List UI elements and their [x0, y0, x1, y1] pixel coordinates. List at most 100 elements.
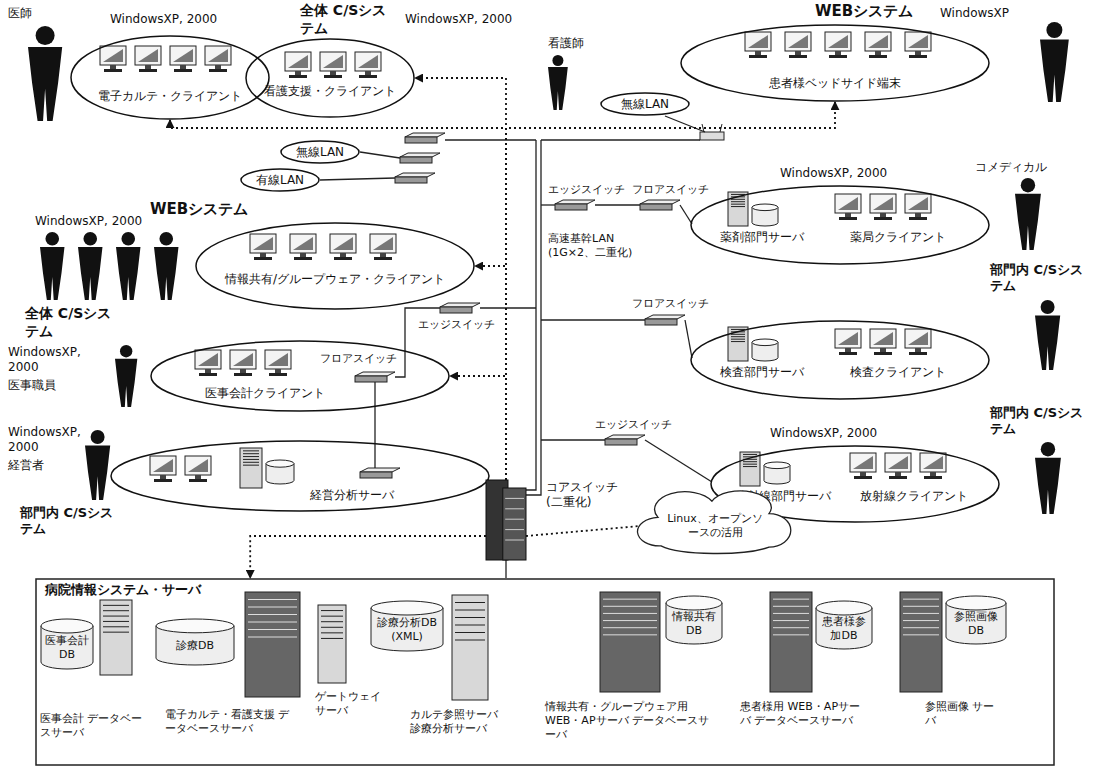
- annotation-label: 高速基幹LAN (1G×2、二重化): [548, 232, 643, 260]
- pc-base: [789, 55, 807, 58]
- pc-base: [909, 352, 927, 355]
- cylinder-top: [666, 596, 722, 610]
- server-slot: [773, 627, 809, 628]
- person-figure: [1035, 300, 1060, 370]
- server-slot: [743, 454, 757, 455]
- annotation-label: WindowsXP, 2000: [8, 425, 88, 455]
- annotation-label: 部門内 C/Sシステム: [20, 505, 120, 538]
- server-slot: [243, 456, 259, 457]
- pc-screen-shade: [838, 332, 858, 345]
- core-switch-slot: [505, 540, 524, 541]
- server-slot: [321, 632, 343, 633]
- annotation-label: WindowsXP: [940, 6, 1009, 21]
- pc-base: [174, 69, 192, 72]
- annotation-label: WindowsXP, 2000: [405, 12, 512, 27]
- pc-screen: [250, 234, 276, 253]
- pc-base: [874, 217, 892, 220]
- node-text: 経営分析サーバ: [310, 488, 394, 503]
- pc-stand: [880, 348, 886, 352]
- pc-stand: [755, 51, 761, 55]
- pc-stand: [875, 51, 881, 55]
- pc-base: [189, 479, 207, 482]
- server-slot: [903, 620, 939, 621]
- pc-screen: [870, 329, 896, 348]
- node-text: 薬剤部門サーバ: [720, 230, 804, 245]
- server-slot: [248, 629, 297, 630]
- pc-base: [909, 217, 927, 220]
- group-outline: [241, 169, 319, 191]
- cylinder-top: [41, 619, 93, 633]
- server-slot: [903, 627, 939, 628]
- person-figure: [1040, 22, 1069, 102]
- network-switch-front: [640, 204, 672, 210]
- database-cylinder: 参照画像 DB: [945, 595, 1007, 645]
- pc-screen: [870, 194, 896, 213]
- client-pc: [870, 329, 896, 355]
- server-case: [245, 592, 300, 697]
- pc-base: [324, 75, 342, 78]
- node-text: 無線LAN: [621, 97, 669, 112]
- note-cloud: Linux、オープンソースの活用: [640, 495, 790, 557]
- network-connector: [170, 120, 506, 480]
- network-switch: [645, 315, 685, 319]
- node-text: 患者様ベッドサイド端末: [769, 76, 901, 91]
- network-switch-front: [400, 157, 432, 163]
- person-body: [1015, 194, 1041, 250]
- core-switch-slot: [505, 498, 524, 499]
- annotation-label: エッジスイッチ: [418, 318, 495, 332]
- server-slot: [455, 602, 485, 603]
- node-text: 電子カルテ・クライアント: [98, 89, 242, 104]
- pc-screen-shade: [838, 197, 858, 210]
- pc-screen: [195, 350, 221, 369]
- cylinder-top: [752, 339, 778, 346]
- server-rack: [245, 592, 300, 697]
- lan-segment: 無線LAN: [280, 140, 360, 164]
- pc-screen: [330, 234, 356, 253]
- pc-screen: [100, 46, 126, 65]
- pc-screen-shade: [288, 55, 308, 68]
- pc-screen: [905, 32, 931, 51]
- pc-stand: [300, 253, 306, 257]
- annotation-label: フロアスイッチ: [632, 297, 709, 311]
- database-cylinder: 診療DB: [155, 618, 235, 666]
- person-head: [159, 232, 173, 246]
- person-body: [1035, 315, 1060, 370]
- pc-screen: [285, 52, 311, 71]
- network-cable: [320, 178, 395, 180]
- pc-screen-shade: [173, 49, 193, 62]
- core-switch-slot: [505, 519, 524, 520]
- server-rack: [900, 592, 942, 692]
- pc-screen-shade: [253, 237, 273, 250]
- annotation-label: 患者様用 WEB・APサーバ データベースサーバ: [740, 700, 870, 728]
- network-cable: [541, 139, 700, 140]
- annotation-label: 全体 C/Sシステム: [300, 2, 390, 37]
- annotation-label: 医事会計 データベースサーバ: [40, 712, 150, 740]
- node-text: 無線LAN: [296, 145, 344, 160]
- pc-stand: [915, 213, 921, 217]
- node-text: 検査クライアント: [850, 365, 946, 380]
- server-slot: [243, 459, 259, 460]
- pc-base: [359, 75, 377, 78]
- pc-screen: [850, 453, 876, 472]
- server-slot: [455, 625, 485, 626]
- network-cable: [505, 560, 506, 578]
- client-pc: [835, 194, 861, 220]
- server-slot: [321, 627, 343, 628]
- pc-stand: [880, 213, 886, 217]
- pc-screen: [205, 46, 231, 65]
- annotation-label: WindowsXP, 2000: [770, 426, 877, 441]
- pc-stand: [110, 65, 116, 69]
- client-group: 医事会計クライアント: [150, 340, 450, 412]
- person-body: [1040, 40, 1069, 102]
- server-slot: [243, 453, 259, 454]
- server-slot: [248, 637, 297, 638]
- node-text: 診療分析DB (XML): [374, 616, 440, 644]
- server-slot: [731, 334, 745, 335]
- pc-screen: [185, 456, 211, 475]
- pc-stand: [215, 65, 221, 69]
- server-slot: [243, 462, 259, 463]
- server-slot: [731, 199, 745, 200]
- network-cable: [595, 204, 640, 205]
- pc-screen-shade: [188, 459, 208, 472]
